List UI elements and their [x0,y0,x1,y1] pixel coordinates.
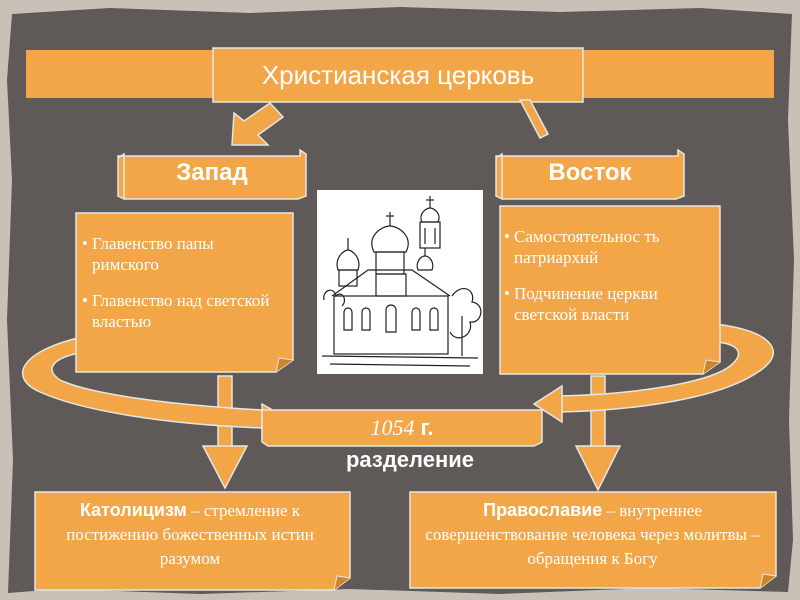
page-title: Христианская церковь [261,59,535,90]
orthodoxy-box [409,491,777,589]
west-banner [117,148,307,200]
east-note-item: Подчинение церкви светской власти [504,283,682,325]
west-notes: Главенство папы римского Главенство над … [82,233,284,347]
church-sketch-icon [317,190,483,374]
schism-year: 1054 г. [262,410,542,446]
catholicism-description: – стремление к постижению божественных и… [66,501,314,568]
arrow-to-east [518,99,550,139]
schism-year-suffix: г. [420,415,434,440]
schism-year-number: 1054 [370,415,415,440]
orthodoxy-description: – внутреннее совершенствование человека … [425,501,760,568]
west-note-item: Главенство над светской властью [82,290,284,332]
east-notes: Самостоятельнос ть патриархий Подчинение… [504,226,706,340]
arrow-to-west [231,102,285,146]
orthodoxy-text: Православие – внутреннее совершенствован… [420,498,765,571]
catholicism-text: Католицизм – стремление к постижению бож… [40,498,340,571]
title-box [26,47,774,103]
west-label: Запад [176,159,248,186]
east-note-item: Самостоятельнос ть патриархий [504,226,682,268]
curved-arrow-right [532,323,775,424]
orthodoxy-term: Православие [483,500,603,520]
east-banner [495,148,685,200]
catholicism-term: Католицизм [79,500,187,520]
east-label: Восток [548,159,632,186]
west-note-item: Главенство папы римского [82,233,284,275]
schism-caption: разделение [345,447,475,472]
catholicism-box [34,491,351,591]
schism-box [261,409,543,447]
